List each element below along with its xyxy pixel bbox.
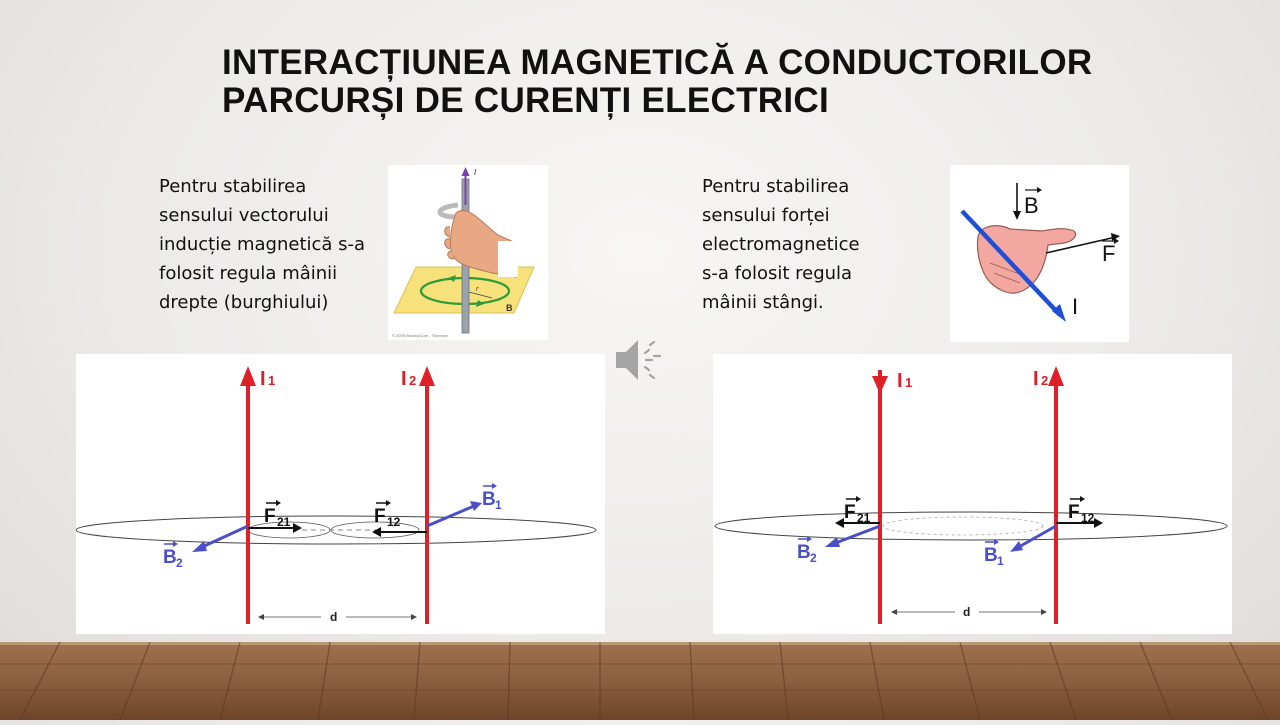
force-label: F	[1102, 241, 1115, 266]
current-1-subscript: 1	[905, 375, 912, 390]
current-2-subscript: 2	[1041, 373, 1048, 388]
note-line: Pentru stabilirea	[702, 176, 850, 197]
field-2-label: B	[163, 547, 177, 568]
antiparallel-currents-diagram: I 1 I 2 F 21 F 12 B 2 B 1 d	[713, 354, 1232, 634]
current-1-subscript: 1	[268, 373, 275, 388]
current-1-label: I	[260, 368, 266, 390]
force-21-subscript: 21	[277, 515, 291, 529]
current-label: I	[474, 168, 477, 177]
parallel-currents-diagram: I 1 I 2 F 21 F 12 B 2 B 1 d	[75, 354, 605, 634]
slide-title: INTERACȚIUNEA MAGNETICĂ A CONDUCTORILOR …	[222, 44, 1222, 120]
right-hand-rule-note: Pentru stabilirea sensului vectorului in…	[159, 172, 365, 317]
current-2-label: I	[1033, 368, 1039, 390]
current-label: I	[1072, 294, 1078, 319]
note-line: electromagnetice	[702, 234, 860, 255]
distance-label: d	[330, 610, 337, 624]
note-line: mâinii stângi.	[702, 292, 824, 313]
field-1-subscript: 1	[997, 554, 1004, 568]
force-12-subscript: 12	[1081, 511, 1095, 525]
force-12-label: F	[1068, 502, 1080, 523]
note-line: drepte (burghiului)	[159, 292, 329, 313]
distance-label: d	[963, 605, 970, 619]
field-2-subscript: 2	[810, 551, 817, 565]
note-line: sensului forței	[702, 205, 830, 226]
force-21-label: F	[844, 502, 856, 523]
current-2-subscript: 2	[409, 373, 416, 388]
field-2-label: B	[797, 542, 811, 563]
force-12-subscript: 12	[387, 515, 401, 529]
field-2-subscript: 2	[176, 556, 183, 570]
field-label: B	[1024, 193, 1039, 218]
left-hand-rule-image: I B F	[950, 165, 1129, 342]
title-line-1: INTERACȚIUNEA MAGNETICĂ A CONDUCTORILOR	[222, 43, 1093, 82]
right-hand-rule-image: r B I © 2006 Brooks/Cole - Thomson	[388, 165, 548, 340]
field-1-label: B	[482, 489, 496, 510]
image-credit: © 2006 Brooks/Cole - Thomson	[392, 333, 448, 338]
force-21-subscript: 21	[857, 511, 871, 525]
wooden-floor	[0, 641, 1280, 721]
note-line: inducție magnetică s-a	[159, 234, 366, 255]
current-1-label: I	[897, 370, 903, 392]
left-hand-rule-note: Pentru stabilirea sensului forței electr…	[702, 172, 860, 317]
force-12-label: F	[374, 506, 386, 527]
note-line: sensului vectorului	[159, 205, 329, 226]
audio-speaker-icon[interactable]	[612, 336, 664, 384]
title-line-2: PARCURȘI DE CURENȚI ELECTRICI	[222, 81, 829, 120]
note-line: s-a folosit regula	[702, 263, 853, 284]
note-line: folosit regula mâinii	[159, 263, 338, 284]
radius-label: r	[476, 286, 479, 293]
field-label: B	[506, 303, 513, 313]
force-21-label: F	[264, 506, 276, 527]
field-1-subscript: 1	[495, 498, 502, 512]
current-2-label: I	[401, 368, 407, 390]
field-1-label: B	[984, 545, 998, 566]
note-line: Pentru stabilirea	[159, 176, 307, 197]
